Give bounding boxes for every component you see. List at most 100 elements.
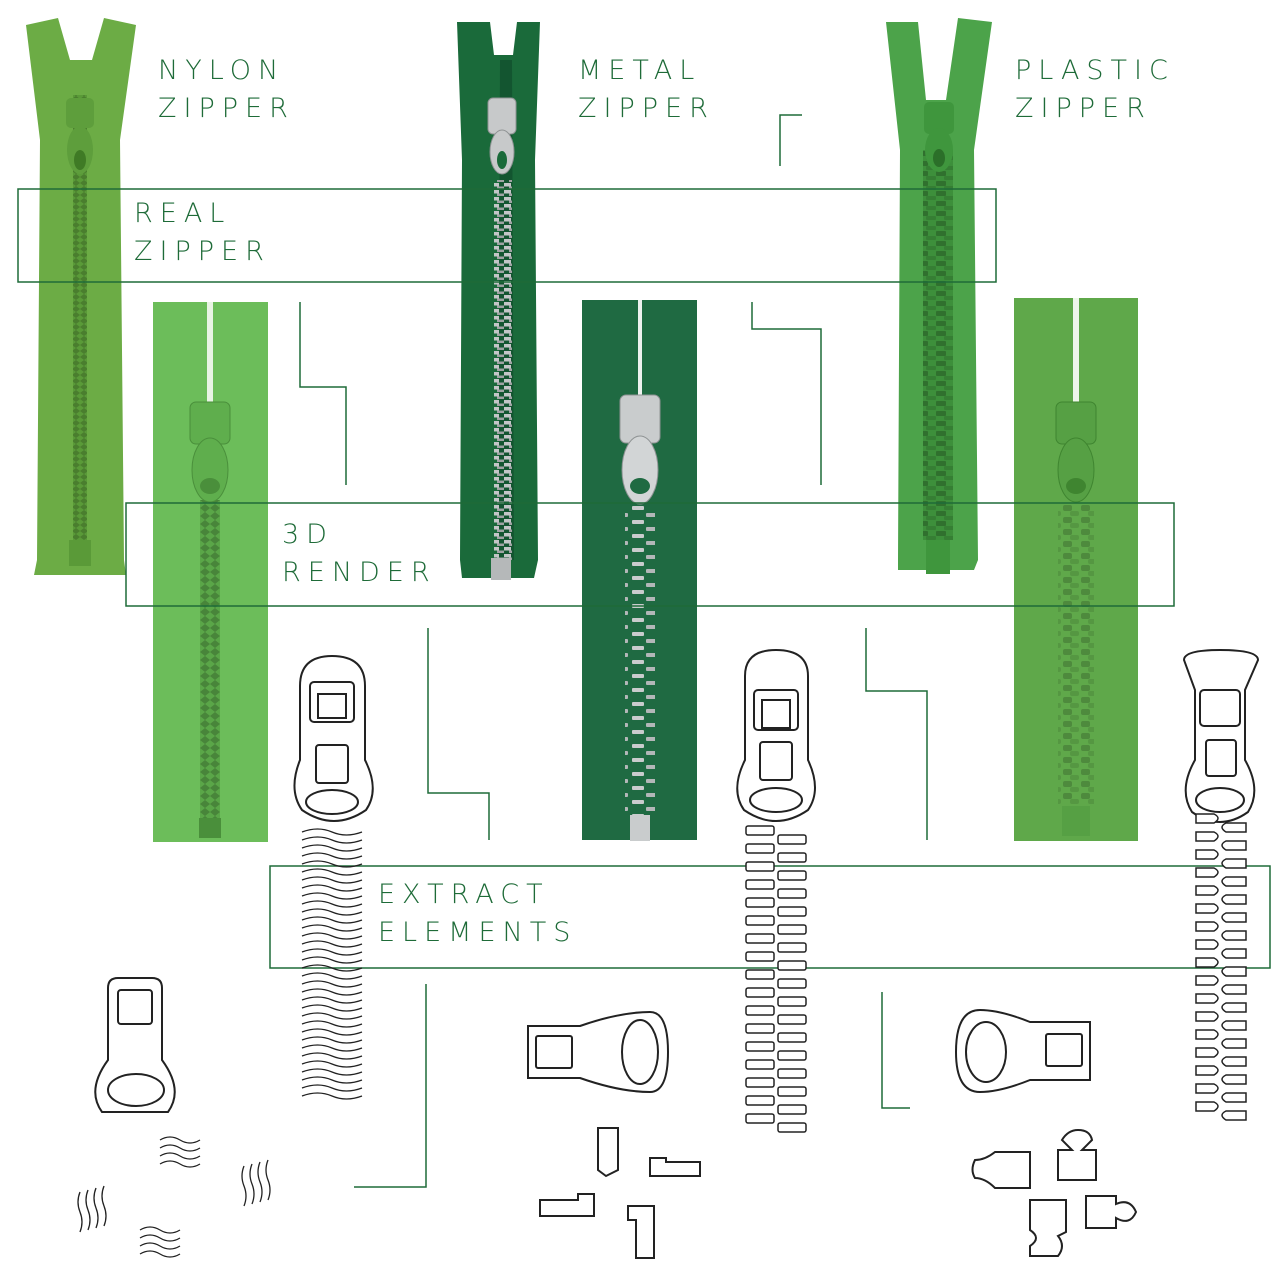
- metal-tooth: [745, 987, 775, 998]
- metal-tooth: [777, 1104, 807, 1115]
- coil-loop: [301, 916, 363, 924]
- coil-loop: [301, 1020, 363, 1028]
- label-plastic-line2: ZIPPER: [1015, 93, 1152, 124]
- coil-loop: [301, 1084, 363, 1092]
- metal-render-slider: [619, 394, 661, 505]
- coil-loop: [301, 1004, 363, 1012]
- metal-tooth: [777, 1014, 807, 1025]
- plastic-tooth: [1195, 957, 1219, 968]
- plastic-zipper-render: [1014, 298, 1138, 841]
- label-extract-line1: EXTRACT: [378, 879, 550, 910]
- coil-loop: [301, 1028, 363, 1036]
- label-plastic-zipper: PLASTIC ZIPPER: [1015, 52, 1175, 128]
- metal-tooth: [777, 924, 807, 935]
- plastic-tooth: [1221, 1092, 1247, 1103]
- plastic-teeth-outline: [1195, 813, 1247, 1121]
- plastic-tooth: [1221, 1074, 1247, 1085]
- label-metal-line2: ZIPPER: [578, 93, 715, 124]
- label-plastic-line1: PLASTIC: [1015, 55, 1175, 86]
- slider-outline-metal: [736, 648, 816, 822]
- coil-loop: [301, 1068, 363, 1076]
- metal-tooth: [745, 897, 775, 908]
- coil-loop: [301, 876, 363, 884]
- label-nylon-line1: NYLON: [158, 55, 286, 86]
- plastic-tooth: [1195, 885, 1219, 896]
- coil-loop: [301, 1044, 363, 1052]
- metal-tooth: [777, 1050, 807, 1061]
- plastic-tooth: [1195, 903, 1219, 914]
- slider-outline-plastic: [1182, 648, 1260, 823]
- label-render-line2: RENDER: [282, 557, 437, 588]
- metal-tooth: [777, 1122, 807, 1133]
- coil-loop: [301, 1060, 363, 1068]
- metal-slider: [487, 97, 517, 175]
- coil-loop: [301, 972, 363, 980]
- plastic-tooth: [1195, 1083, 1219, 1094]
- metal-tooth: [777, 960, 807, 971]
- extract-coil-pieces: [77, 1136, 271, 1258]
- plastic-tooth: [1221, 822, 1247, 833]
- metal-zipper-render: [582, 300, 697, 841]
- coil-loop: [301, 1036, 363, 1044]
- plastic-tooth: [1221, 894, 1247, 905]
- metal-tooth: [745, 825, 775, 836]
- metal-tooth: [745, 861, 775, 872]
- extract-pull-tab-metal: [527, 1010, 670, 1094]
- coil-loop: [301, 948, 363, 956]
- coil-loop: [301, 996, 363, 1004]
- plastic-tooth: [1221, 1056, 1247, 1067]
- metal-tooth: [745, 843, 775, 854]
- plastic-tooth: [1195, 1047, 1219, 1058]
- plastic-tooth: [1195, 849, 1219, 860]
- plastic-tooth: [1195, 975, 1219, 986]
- coil-loop: [301, 884, 363, 892]
- metal-tooth: [777, 942, 807, 953]
- plastic-tooth: [1195, 1029, 1219, 1040]
- plastic-tooth: [1195, 831, 1219, 842]
- coil-loop: [301, 940, 363, 948]
- label-metal-zipper: METAL ZIPPER: [578, 52, 715, 128]
- plastic-tooth: [1221, 858, 1247, 869]
- metal-tooth: [745, 969, 775, 980]
- coil-loop: [301, 892, 363, 900]
- metal-tooth: [745, 1077, 775, 1088]
- metal-tooth: [745, 1005, 775, 1016]
- label-real-zipper: REAL ZIPPER: [134, 195, 271, 271]
- connector-lines: [17, 114, 1271, 1188]
- coil-loop: [301, 988, 363, 996]
- plastic-tooth: [1221, 912, 1247, 923]
- metal-tooth: [777, 1032, 807, 1043]
- label-metal-line1: METAL: [578, 55, 702, 86]
- plastic-tooth: [1195, 993, 1219, 1004]
- extract-metal-teeth: [539, 1127, 701, 1259]
- plastic-tooth: [1221, 840, 1247, 851]
- label-render-line1: 3D: [282, 519, 334, 550]
- label-extract-line2: ELEMENTS: [378, 917, 578, 948]
- coil-loop: [301, 924, 363, 932]
- coil-loop: [301, 1092, 363, 1100]
- coil-loop: [301, 964, 363, 972]
- label-real-line1: REAL: [134, 198, 232, 229]
- plastic-tooth: [1221, 966, 1247, 977]
- metal-tooth: [745, 1023, 775, 1034]
- plastic-tooth: [1221, 876, 1247, 887]
- slider-outline-nylon: [293, 654, 374, 822]
- nylon-slider: [66, 98, 94, 174]
- metal-tooth: [745, 1113, 775, 1124]
- extract-plastic-teeth: [971, 1128, 1138, 1257]
- label-nylon-zipper: NYLON ZIPPER: [158, 52, 295, 128]
- metal-tooth: [777, 888, 807, 899]
- metal-tooth: [745, 951, 775, 962]
- plastic-slider: [924, 102, 954, 172]
- plastic-tooth: [1221, 948, 1247, 959]
- extract-pull-tab-plastic: [954, 1008, 1091, 1094]
- plastic-tooth: [1195, 813, 1219, 824]
- coil-loop: [301, 908, 363, 916]
- metal-zipper-photo: [457, 22, 540, 580]
- plastic-tooth: [1221, 1110, 1247, 1121]
- metal-tooth: [745, 933, 775, 944]
- plastic-tooth: [1195, 921, 1219, 932]
- metal-tooth: [777, 978, 807, 989]
- coil-loop: [301, 852, 363, 860]
- label-nylon-line2: ZIPPER: [158, 93, 295, 124]
